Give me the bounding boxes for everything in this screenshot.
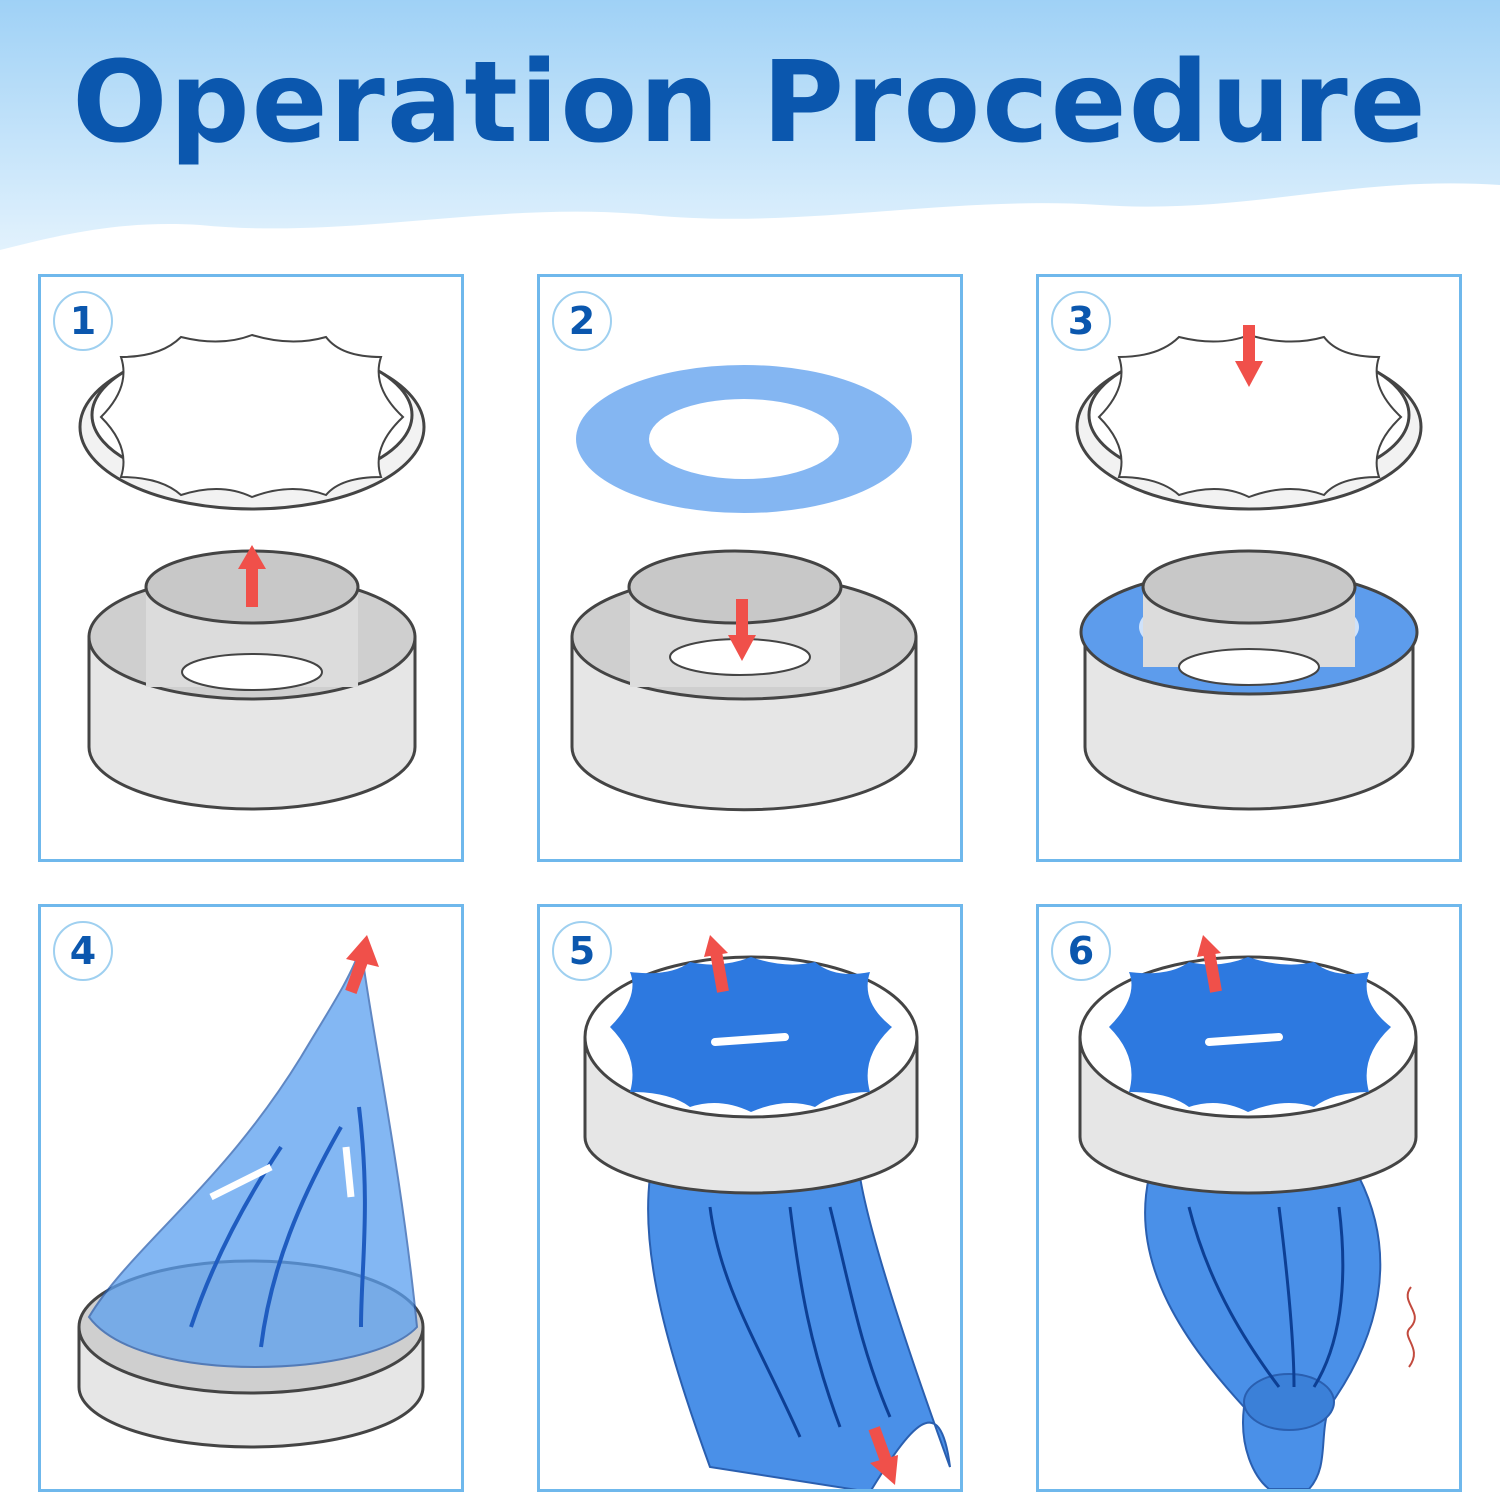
drain-base-with-ring: [1079, 549, 1419, 811]
step-6-illustration: [1078, 935, 1418, 1489]
drain-base: [1078, 955, 1418, 1195]
step-number-badge: 4: [53, 921, 113, 981]
step-number-badge: 3: [1051, 291, 1111, 351]
drain-base: [570, 549, 918, 812]
arrow-down-icon: [1235, 325, 1263, 387]
step-number-badge: 1: [53, 291, 113, 351]
step-4-illustration: [77, 935, 425, 1449]
step-4-panel: 4: [38, 904, 464, 1492]
arrow-down-icon: [868, 1426, 898, 1485]
step-3-illustration: [1075, 325, 1423, 811]
step-number-badge: 6: [1051, 921, 1111, 981]
arrow-down-icon: [728, 599, 756, 661]
strainer-lid: [1075, 333, 1423, 511]
step-number-badge: 5: [552, 921, 612, 981]
arrow-up-icon: [704, 935, 729, 993]
knot-sketch-icon: [1406, 1286, 1416, 1368]
step-5-illustration: [583, 935, 951, 1489]
step-1-illustration: [78, 333, 426, 811]
bag: [87, 946, 419, 1368]
sealing-ring: [576, 365, 912, 513]
step-number-badge: 2: [552, 291, 612, 351]
step-5-panel: 5: [537, 904, 963, 1492]
drain-base: [583, 955, 919, 1195]
step-3-panel: 3: [1036, 274, 1462, 862]
tied-bag: [1144, 1176, 1382, 1489]
arrow-up-icon: [1197, 935, 1222, 993]
arrow-up-icon: [238, 545, 266, 607]
arrow-up-icon: [345, 935, 379, 994]
wave-background: [0, 0, 1500, 250]
step-6-panel: 6: [1036, 904, 1462, 1492]
strainer-lid: [78, 333, 426, 511]
header-banner: Operation Procedure: [0, 0, 1500, 270]
step-2-panel: 2: [537, 274, 963, 862]
page-title: Operation Procedure: [72, 38, 1428, 168]
bag: [647, 1176, 951, 1489]
step-1-panel: 1: [38, 274, 464, 862]
step-2-illustration: [570, 365, 918, 812]
